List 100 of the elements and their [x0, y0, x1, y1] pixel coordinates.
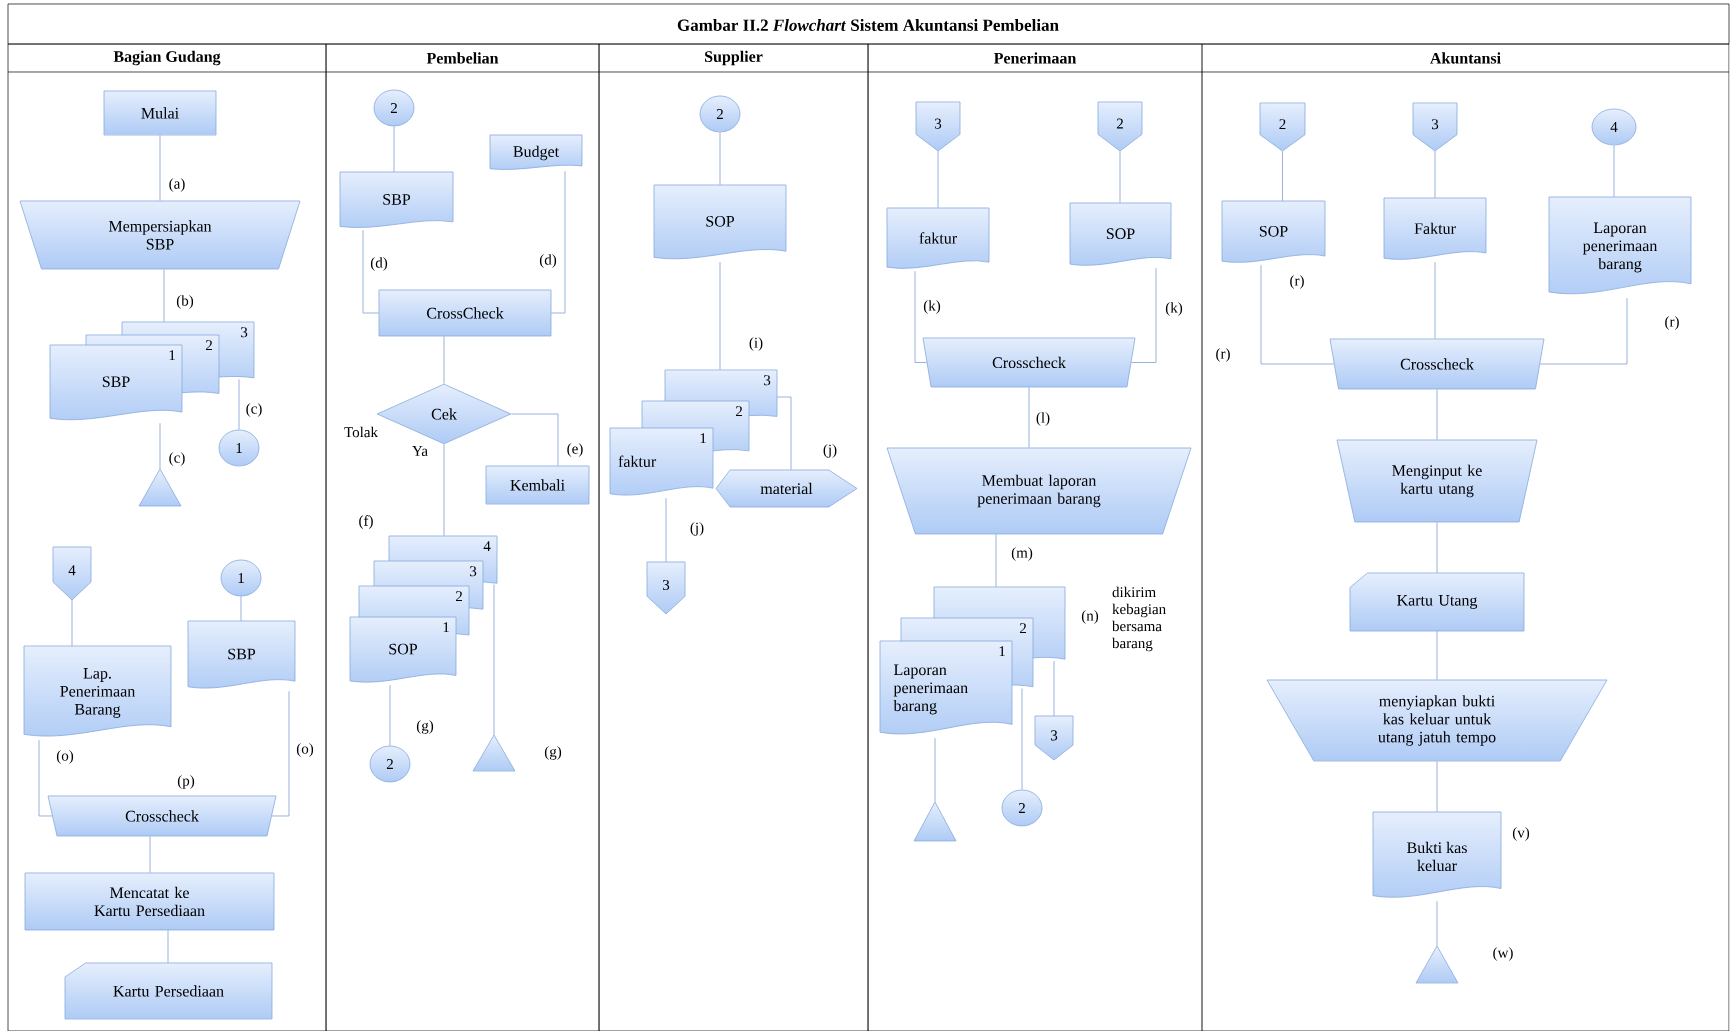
node-label: 3 [241, 327, 248, 338]
connector-line [443, 336, 445, 384]
edge-label: (d) [369, 256, 389, 272]
manual-operation: Mempersiapkan SBP [19, 200, 301, 270]
manual-input: Kartu Persediaan [64, 962, 273, 1020]
connector-line [1436, 389, 1438, 440]
storage-triangle [1415, 945, 1459, 984]
title: Gambar II.2 Flowchart Sistem Akuntansi Pembelian [7, 3, 1730, 45]
connector-line [1131, 267, 1157, 363]
connector-line [934, 737, 936, 803]
connector-line [1434, 150, 1436, 199]
connector-line [719, 261, 721, 371]
off-page-connector: 3 [1034, 715, 1074, 761]
note-text: dikirim kebagian bersama barang [1112, 586, 1166, 652]
edge-label: (r) [1663, 315, 1681, 331]
edge-label: (l) [1034, 411, 1052, 427]
process-box: CrossCheck [378, 289, 552, 337]
edge-label: (k) [922, 299, 942, 315]
connector-line [149, 836, 151, 873]
off-page-connector: 3 [1412, 102, 1458, 152]
connector-line [159, 422, 161, 470]
step-label: (r) [1290, 275, 1304, 289]
connector-line [914, 270, 928, 363]
storage-triangle [472, 734, 516, 772]
connector-line [38, 739, 53, 817]
connector-line [1539, 297, 1628, 365]
connector-line [1021, 688, 1023, 790]
edge-label: (r) [1214, 347, 1232, 363]
manual-operation: Crosscheck [47, 795, 277, 837]
connector-line [393, 126, 395, 173]
off-page-connector: 2 [1259, 102, 1306, 152]
node-label: 2 [455, 591, 462, 602]
node-label: 2 [1019, 623, 1026, 634]
connector-line [665, 497, 667, 563]
node-label: 3 [764, 375, 771, 386]
edge-label: (e) [565, 442, 585, 458]
connector-line [163, 269, 165, 323]
manual-operation: Menginput ke kartu utang [1336, 439, 1538, 523]
node-label: 3 [470, 566, 477, 577]
edge-label: Ya [411, 445, 429, 457]
connector-line [159, 135, 161, 201]
connector-line [1613, 145, 1615, 198]
connector-line [271, 690, 290, 817]
connector-line [1260, 264, 1335, 365]
off-page-connector: 4 [52, 546, 92, 601]
connector-line [995, 534, 997, 588]
connector-line [1053, 660, 1055, 717]
connector-line [167, 930, 169, 964]
edge-label: (c) [167, 451, 187, 467]
manual-operation: Crosscheck [1329, 338, 1545, 390]
edge-label: (g) [415, 719, 435, 735]
connector-line [1119, 150, 1121, 204]
process-box: Mencatat ke Kartu Persediaan [24, 872, 275, 931]
connector-line [511, 413, 559, 466]
edge-label: (j) [821, 443, 839, 459]
node-label: 2 [205, 340, 212, 351]
manual-operation: Membuat laporan penerimaan barang [886, 447, 1192, 535]
edge-label: (a) [167, 177, 187, 193]
connector-line [937, 150, 939, 209]
edge-label: (o) [295, 742, 315, 758]
edge-label: (w) [1491, 946, 1515, 962]
document-stack: 1 2 3 4 SOP [349, 535, 498, 683]
connector-line [443, 444, 445, 537]
edge-label: (n) [1080, 609, 1100, 625]
connector-line [1028, 387, 1030, 448]
edge-label: (b) [175, 294, 195, 310]
branch-label: Tolak [344, 426, 378, 438]
connector-line [71, 599, 73, 647]
off-page-connector: 3 [915, 101, 961, 152]
connector-line [1436, 761, 1438, 813]
edge-label: (k) [1164, 301, 1184, 317]
connector-line [1436, 522, 1438, 574]
connector-line [1282, 150, 1283, 202]
connector-line [493, 584, 495, 736]
edge-label: (j) [688, 521, 706, 537]
manual-operation: Crosscheck [922, 337, 1136, 388]
edge-label: (g) [543, 745, 563, 761]
storage-triangle [138, 468, 182, 507]
connector-line [362, 229, 379, 314]
edge-label: (o) [55, 749, 75, 765]
edge-label: (m) [1010, 546, 1034, 562]
step-label: (p) [177, 775, 195, 789]
manual-input: Kartu Utang [1349, 572, 1525, 632]
off-page-connector: 2 [1097, 101, 1143, 152]
manual-operation: menyiapkan bukti kas keluar untuk utang jatuh tempo [1266, 679, 1608, 762]
process-box: Mulai [103, 90, 217, 136]
connector-line [1434, 261, 1436, 339]
connector-line [1436, 900, 1438, 947]
storage-triangle [913, 801, 957, 842]
connector-line [1436, 630, 1438, 680]
node-label: 4 [483, 541, 491, 552]
connector-line [776, 396, 792, 471]
edge-label: (d) [538, 253, 558, 269]
connector-line [719, 132, 721, 186]
connector-line [551, 170, 566, 314]
step-label: (v) [1512, 827, 1530, 841]
process-box: Kembali [485, 465, 590, 505]
step-label: (f) [359, 515, 373, 529]
node-label: 2 [735, 406, 742, 417]
connector-line [240, 596, 242, 622]
